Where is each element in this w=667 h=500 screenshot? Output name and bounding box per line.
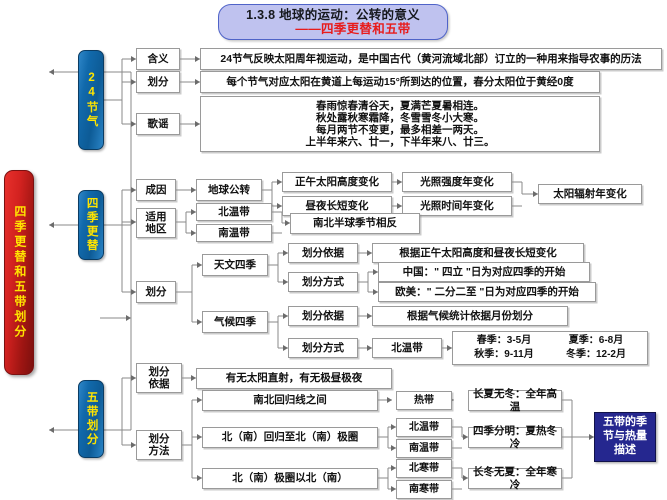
label-jieqi-huafen[interactable]: 划分 [136,71,180,93]
title-line-1: 1.3.8 地球的运动：公转的意义 [246,7,420,22]
value-nanwendai: 南温带 [196,224,272,242]
value-beiwendai: 北温带 [196,203,272,221]
value-jijie-xiangfan: 南北半球季节相反 [290,213,420,234]
value-jieqi-hanyi: 24节气反映太阳周年视运动，是中国古代（黄河流域北部）订立的一种用来指导农事的历… [200,48,662,70]
value-diqiugongzhuan: 地球公转 [196,179,262,201]
label-chengyin[interactable]: 成因 [136,179,176,201]
value-taiyang-fushe: 太阳辐射年变化 [538,184,642,204]
season-summer: 夏季：6-8月 [568,335,624,347]
value-wudai-yiju: 有无太阳直射，有无极昼极夜 [196,368,392,389]
value-jieqi-huafen: 每个节气对应太阳在黄道上每运动15°所到达的位置，春分太阳位于黄经0度 [200,71,600,93]
geyao-line-2: 秋处露秋寒霜降，冬雪雪冬小大寒。 [316,111,484,124]
summary-line-3: 描述 [614,443,636,456]
label-qihou-fangshi[interactable]: 划分方式 [288,338,358,358]
wudai-fangfa-line-2: 方法 [148,445,170,457]
page-title: 1.3.8 地球的运动：公转的意义 ——四季更替和五带 [218,4,448,40]
shiyongdiqu-line-1: 适用 [145,210,167,223]
value-tianwen-zhongguo: 中国：" 四立 "日为对应四季的开始 [378,262,590,282]
label-jieqi-geyao[interactable]: 歌谣 [136,113,180,135]
geyao-line-4: 上半年来六、廿一，下半年来八、廿三。 [305,136,495,149]
summary-line-1: 五带的季 [603,416,647,429]
value-qihou-yiju: 根据气候统计依据月份划分 [372,306,568,326]
label-tianwen-siji[interactable]: 天文四季 [202,254,268,276]
value-guangzhao-qiangdu: 光照强度年变化 [402,172,512,192]
section-chip-jieqi[interactable]: 24节气 [78,50,104,150]
wudai-yiju-line-1: 划分 [148,365,170,378]
wudai-yiju-line-2: 依据 [148,378,170,390]
value-qihou-seasons: 春季：3-5月 夏季：6-8月 秋季：9-11月 冬季：12-2月 [452,331,648,365]
desc-wendai: 四季分明：夏热冬冷 [468,425,562,450]
summary-wudai[interactable]: 五带的季 节与热量 描述 [594,412,656,462]
label-shiyongdiqu[interactable]: 适用 地区 [136,208,176,238]
value-tianwen-yiju: 根据正午太阳高度和昼夜长短变化 [372,243,584,263]
value-qihou-beiwendai: 北温带 [372,338,442,358]
zone-nanhandai: 南寒带 [396,480,452,499]
value-tianwen-oumei: 欧美：" 二分二至 "日为对应四季的开始 [378,282,596,302]
value-jieqi-geyao: 春雨惊春清谷天，夏满芒夏暑相连。 秋处露秋寒霜降，冬雪雪冬小大寒。 每月两节不变… [200,96,600,152]
section-chip-wudai[interactable]: 五带划分 [78,380,104,458]
zone-nanwendai: 南温带 [396,439,452,458]
wudai-fangfa-line-1: 划分 [148,432,170,445]
zone-beihandai: 北寒带 [396,459,452,478]
value-range-wendai: 北（南）回归至北（南）极圈 [202,427,378,448]
zone-beiwendai: 北温带 [396,418,452,437]
geyao-line-3: 每月两节不变更，最多相差一两天。 [316,124,484,136]
summary-line-2: 节与热量 [603,430,647,443]
label-tianwen-yiju[interactable]: 划分依据 [288,243,358,263]
label-wudai-yiju[interactable]: 划分 依据 [136,363,182,393]
zone-redai: 热带 [396,391,452,410]
season-spring: 春季：3-5月 [476,335,532,347]
season-autumn: 秋季：9-11月 [474,349,534,361]
value-guangzhao-shijian: 光照时间年变化 [402,196,512,216]
root-node[interactable]: 四季更替和五带划分 [4,170,34,375]
season-winter: 冬季：12-2月 [565,349,626,361]
section-chip-sijigengti[interactable]: 四季更替 [78,190,104,260]
shiyongdiqu-line-2: 地区 [145,223,167,235]
title-line-2: ——四季更替和五带 [295,22,411,36]
label-wudai-fangfa[interactable]: 划分 方法 [136,430,182,460]
label-qihou-yiju[interactable]: 划分依据 [288,306,358,326]
value-zhengwu-taiyang: 正午太阳高度变化 [282,172,392,192]
label-jieqi-hanyi[interactable]: 含义 [136,48,180,70]
label-sijihuafen[interactable]: 划分 [136,281,176,303]
geyao-line-1: 春雨惊春清谷天，夏满芒夏暑相连。 [316,99,484,112]
label-tianwen-fangshi[interactable]: 划分方式 [288,272,358,292]
label-qihou-siji[interactable]: 气候四季 [202,311,268,333]
desc-redai: 长夏无冬：全年高温 [468,388,562,413]
value-range-redai: 南北回归线之间 [202,390,378,411]
desc-handai: 长冬无夏：全年寒冷 [468,466,562,491]
value-range-handai: 北（南）极圈以北（南） [202,468,378,489]
